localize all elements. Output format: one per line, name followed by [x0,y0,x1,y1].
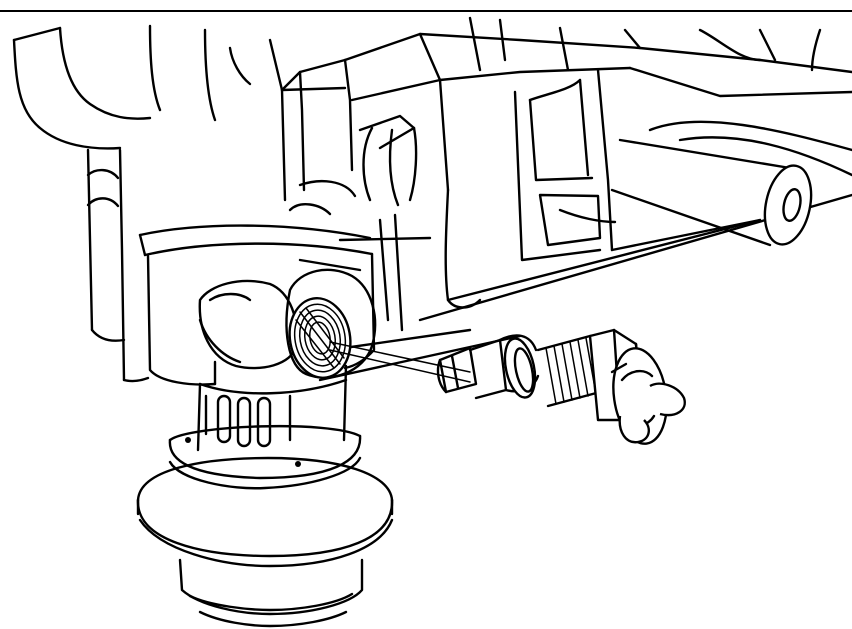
base-flange [136,424,394,628]
housing-frame [12,16,852,383]
bleeder-screw [436,328,642,422]
support-rod [558,120,852,247]
dust-cap [610,347,686,445]
threaded-port [288,297,352,379]
top-border-rule [0,10,852,12]
retaining-clip [288,114,418,216]
slotted-sleeve [196,364,348,452]
valve-body [138,224,377,386]
alignment-line [329,341,471,373]
